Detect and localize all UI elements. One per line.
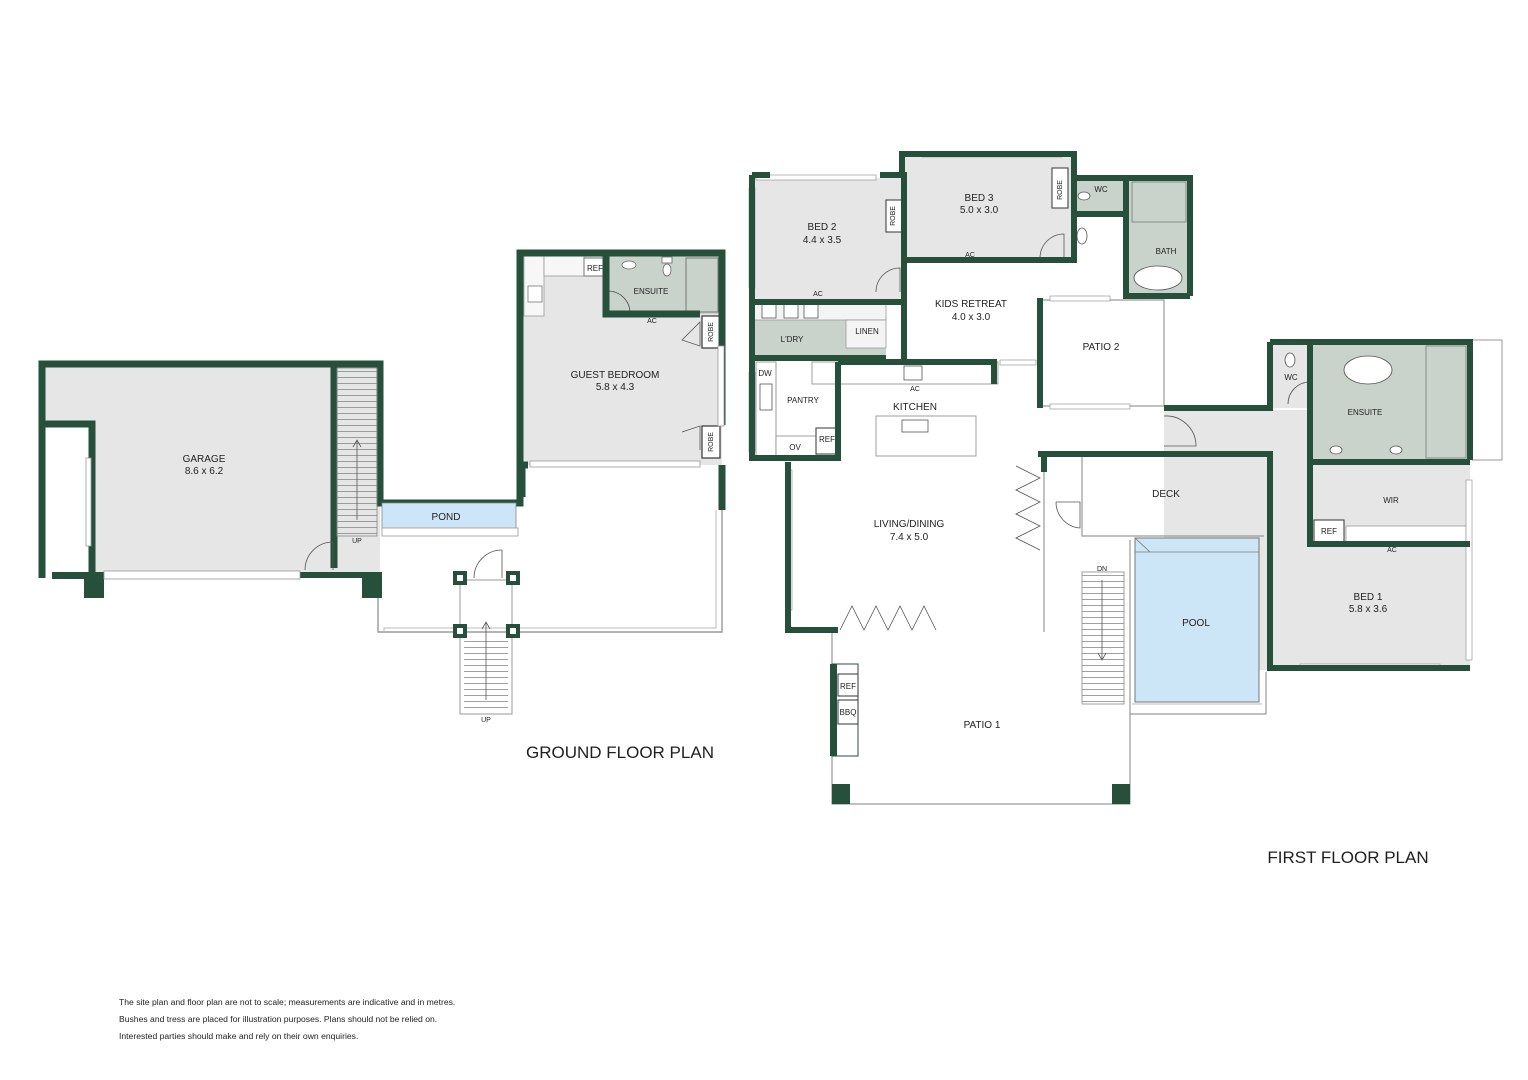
up-label-1: UP	[352, 538, 362, 545]
disclaimer-line-3: Interested parties should make and rely …	[119, 1031, 359, 1041]
patio1-label: PATIO 1	[964, 720, 1001, 731]
disclaimer-line-1: The site plan and floor plan are not to …	[119, 997, 456, 1007]
ground-robe-label-1: ROBE	[708, 322, 715, 342]
patio2-label: PATIO 2	[1083, 342, 1120, 353]
ac-label-bed1: AC	[1387, 547, 1397, 554]
pond	[381, 502, 517, 531]
ac-label-bed2: AC	[813, 291, 823, 298]
garage-dims: 8.6 x 6.2	[185, 466, 224, 477]
ac-label-bed3: AC	[965, 252, 975, 259]
first-floor-title: FIRST FLOOR PLAN	[1267, 848, 1428, 867]
wc-label: WC	[1094, 185, 1108, 194]
pond-label: POND	[432, 512, 461, 523]
bed3-room	[902, 155, 1074, 259]
bed1-label: BED 1	[1354, 592, 1383, 603]
wir-ref-label: REF	[1321, 527, 1337, 536]
wc2-label: WC	[1284, 373, 1298, 382]
patio-ref-label: REF	[840, 682, 856, 691]
ldry-label: L'DRY	[781, 335, 804, 344]
disclaimer: The site plan and floor plan are not to …	[119, 994, 549, 1045]
wir-label: WIR	[1383, 496, 1399, 505]
bed3-label: BED 3	[965, 193, 994, 204]
ov-label: OV	[789, 443, 801, 452]
first-ensuite-label: ENSUITE	[1348, 408, 1383, 417]
guest-bedroom-label: GUEST BEDROOM	[571, 370, 660, 381]
kids-retreat-dims: 4.0 x 3.0	[952, 312, 991, 323]
bed2-label: BED 2	[808, 222, 837, 233]
guest-bedroom-dims: 5.8 x 4.3	[596, 382, 635, 393]
up-label-2: UP	[481, 717, 491, 724]
robe-label-bed2: ROBE	[890, 206, 897, 226]
garage-room	[42, 364, 380, 573]
ground-ref-label: REF	[587, 264, 603, 273]
deck-label: DECK	[1152, 489, 1180, 500]
ground-floor-title: GROUND FLOOR PLAN	[526, 743, 714, 762]
kids-retreat-label: KIDS RETREAT	[935, 299, 1007, 310]
robe-label-bed3: ROBE	[1057, 180, 1064, 200]
ground-floor-plan	[38, 249, 726, 715]
pantry-label: PANTRY	[787, 396, 819, 405]
bed3-dims: 5.0 x 3.0	[960, 205, 999, 216]
living-dining-dims: 7.4 x 5.0	[890, 532, 929, 543]
bbq-label: BBQ	[840, 708, 857, 717]
pool	[1134, 537, 1260, 703]
living-dining-label: LIVING/DINING	[874, 519, 945, 530]
bath-label: BATH	[1156, 247, 1177, 256]
dn-label: DN	[1097, 566, 1107, 573]
ground-ensuite-label: ENSUITE	[634, 287, 669, 296]
dw-label: DW	[758, 369, 772, 378]
kitchen-label: KITCHEN	[893, 402, 937, 413]
first-floor-plan	[748, 151, 1503, 805]
ground-robe-label-2: ROBE	[708, 432, 715, 452]
linen-label: LINEN	[855, 327, 879, 336]
disclaimer-line-2: Bushes and tress are placed for illustra…	[119, 1014, 438, 1024]
garage-label: GARAGE	[183, 454, 226, 465]
bed2-room	[752, 178, 904, 300]
pool-label: POOL	[1182, 618, 1210, 629]
bed1-dims: 5.8 x 3.6	[1349, 604, 1388, 615]
bed2-dims: 4.4 x 3.5	[803, 235, 842, 246]
kitchen-ref-label: REF	[819, 435, 835, 444]
ground-ac-label: AC	[647, 318, 657, 325]
labels: GARAGE 8.6 x 6.2 GUEST BEDROOM 5.8 x 4.3…	[183, 180, 1429, 867]
first-ensuite	[1310, 342, 1470, 460]
ac-label-kitchen: AC	[910, 386, 920, 393]
